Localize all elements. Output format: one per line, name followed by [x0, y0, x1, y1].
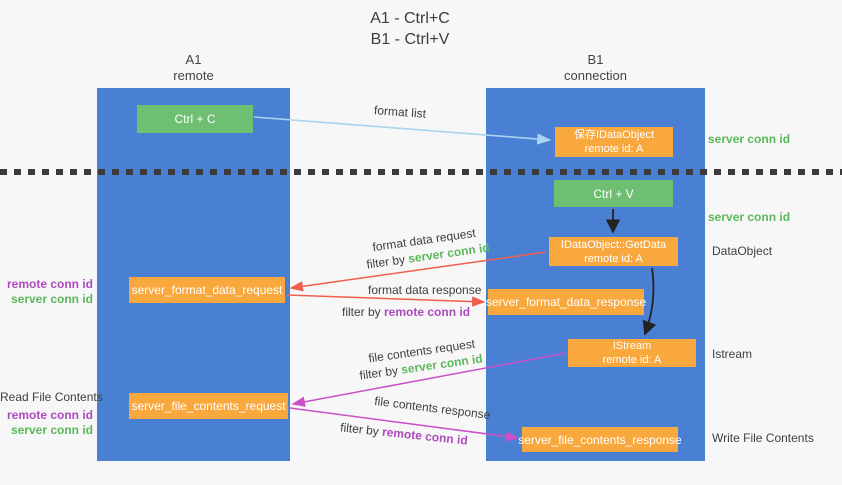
filter-2-prefix: filter by [342, 305, 385, 319]
file-response-label: server_file_contents_response [518, 432, 682, 447]
server-conn-id-label-1: server conn id [10, 292, 93, 306]
filter-1-prefix: filter by [365, 251, 410, 272]
getdata-line2: remote id: A [584, 252, 643, 265]
filter-by-remote-conn-id-label-2: filter by remote conn id [340, 420, 469, 447]
server-file-contents-response-node: server_file_contents_response [518, 427, 682, 452]
ctrl-v-node: Ctrl + V [554, 180, 673, 207]
getdata-line1: IDataObject::GetData [560, 238, 667, 251]
filter-4-prefix: filter by [339, 420, 383, 439]
title-line-2: B1 - Ctrl+V [370, 31, 450, 48]
write-file-contents-label: Write File Contents [712, 431, 814, 445]
file-request-label: server_file_contents_request [131, 399, 286, 413]
save-idataobject-line2: remote id: A [584, 143, 644, 155]
server-conn-id-label-2: server conn id [10, 423, 93, 437]
format-list-label: format list [373, 103, 427, 121]
server-conn-id-label-mid: server conn id [708, 210, 791, 224]
server-file-contents-request-node: server_file_contents_request [129, 393, 288, 419]
diagram-title: A1 - Ctrl+C B1 - Ctrl+V [300, 8, 520, 50]
idataobject-getdata-node: IDataObject::GetData remote id: A [549, 237, 678, 266]
format-response-label: server_format_data_response [485, 295, 647, 309]
save-idataobject-line1: 保存IDataObject [573, 129, 655, 141]
read-file-contents-label: Read File Contents [0, 390, 103, 404]
lane-a1-name: A1 [185, 52, 202, 67]
lane-b1-name: B1 [587, 52, 604, 67]
conn-id-group-1: remote conn id server conn id [0, 277, 93, 307]
filter-2-key: remote conn id [384, 305, 471, 319]
conn-id-group-2: remote conn id server conn id [0, 408, 93, 438]
istream-line1: IStream [612, 340, 652, 352]
ctrl-c-node: Ctrl + C [137, 105, 253, 133]
server-format-data-response-node: server_format_data_response [485, 289, 647, 315]
dataobject-label: DataObject [712, 244, 773, 258]
istream-node: IStream remote id: A [568, 339, 696, 367]
lane-header-a1: A1 remote [97, 52, 290, 84]
istream-line2: remote id: A [602, 354, 662, 366]
remote-conn-id-label-1: remote conn id [6, 277, 93, 291]
filter-3-prefix: filter by [358, 362, 403, 383]
remote-conn-id-label-2: remote conn id [6, 408, 93, 422]
lane-b1-subtitle: connection [564, 68, 627, 83]
filter-by-remote-conn-id-label-1: filter by remote conn id [342, 305, 470, 319]
lane-header-b1: B1 connection [486, 52, 705, 84]
lane-a1-subtitle: remote [173, 68, 214, 83]
istream-side-label: Istream [712, 347, 753, 361]
file-contents-response-label: file contents response [373, 393, 492, 423]
ctrl-v-label: Ctrl + V [593, 186, 634, 201]
server-conn-id-label-top: server conn id [708, 132, 791, 146]
format-request-label: server_format_data_request [131, 283, 283, 297]
save-idataobject-node: 保存IDataObject remote id: A [555, 127, 673, 157]
filter-4-key: remote conn id [381, 424, 469, 448]
server-format-data-request-node: server_format_data_request [129, 277, 285, 303]
format-data-response-label: format data response [368, 283, 482, 297]
title-line-1: A1 - Ctrl+C [370, 10, 450, 27]
ctrl-c-label: Ctrl + C [174, 112, 216, 126]
